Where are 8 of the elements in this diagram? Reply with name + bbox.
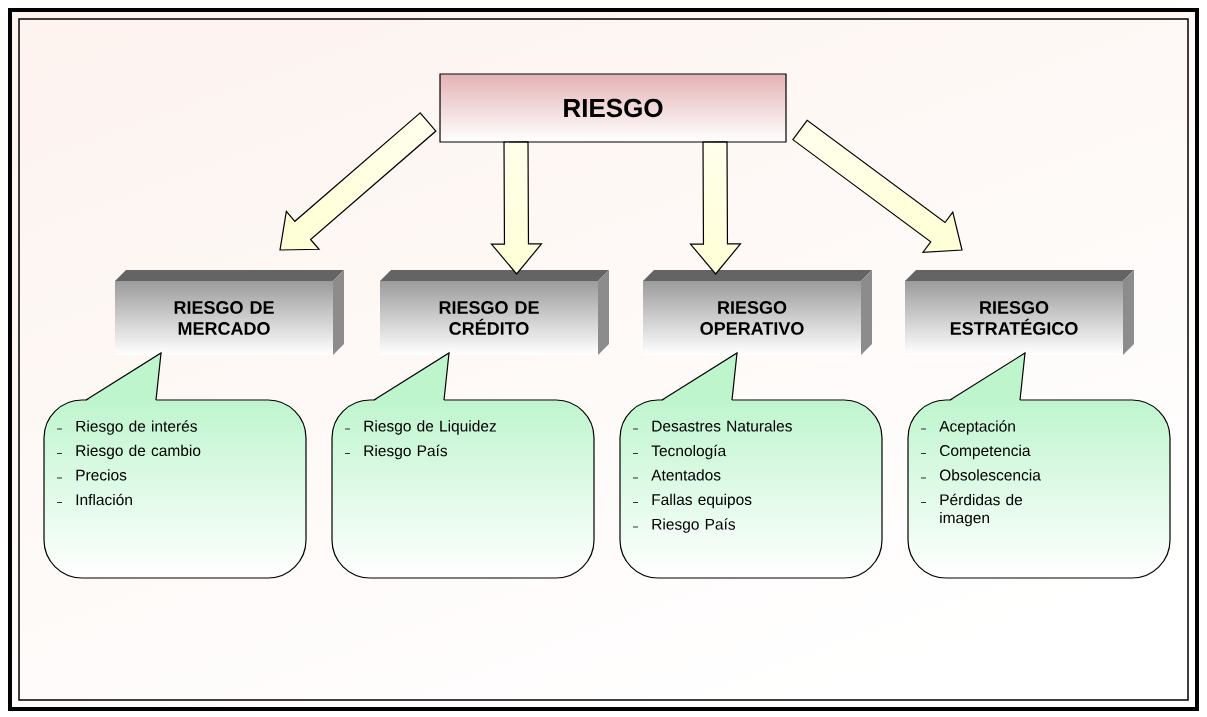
- beveled-box: RIESGO OPERATIVO: [643, 270, 872, 355]
- block-arrow: [279, 112, 437, 251]
- beveled-box: RIESGO DE MERCADO: [115, 270, 344, 355]
- beveled-box: RIESGO ESTRATÉGICO: [905, 270, 1134, 355]
- block-arrow: [792, 119, 963, 253]
- block-arrow: [689, 141, 742, 275]
- beveled-box: RIESGO DE CRÉDITO: [380, 270, 609, 355]
- block-arrow: [490, 141, 543, 275]
